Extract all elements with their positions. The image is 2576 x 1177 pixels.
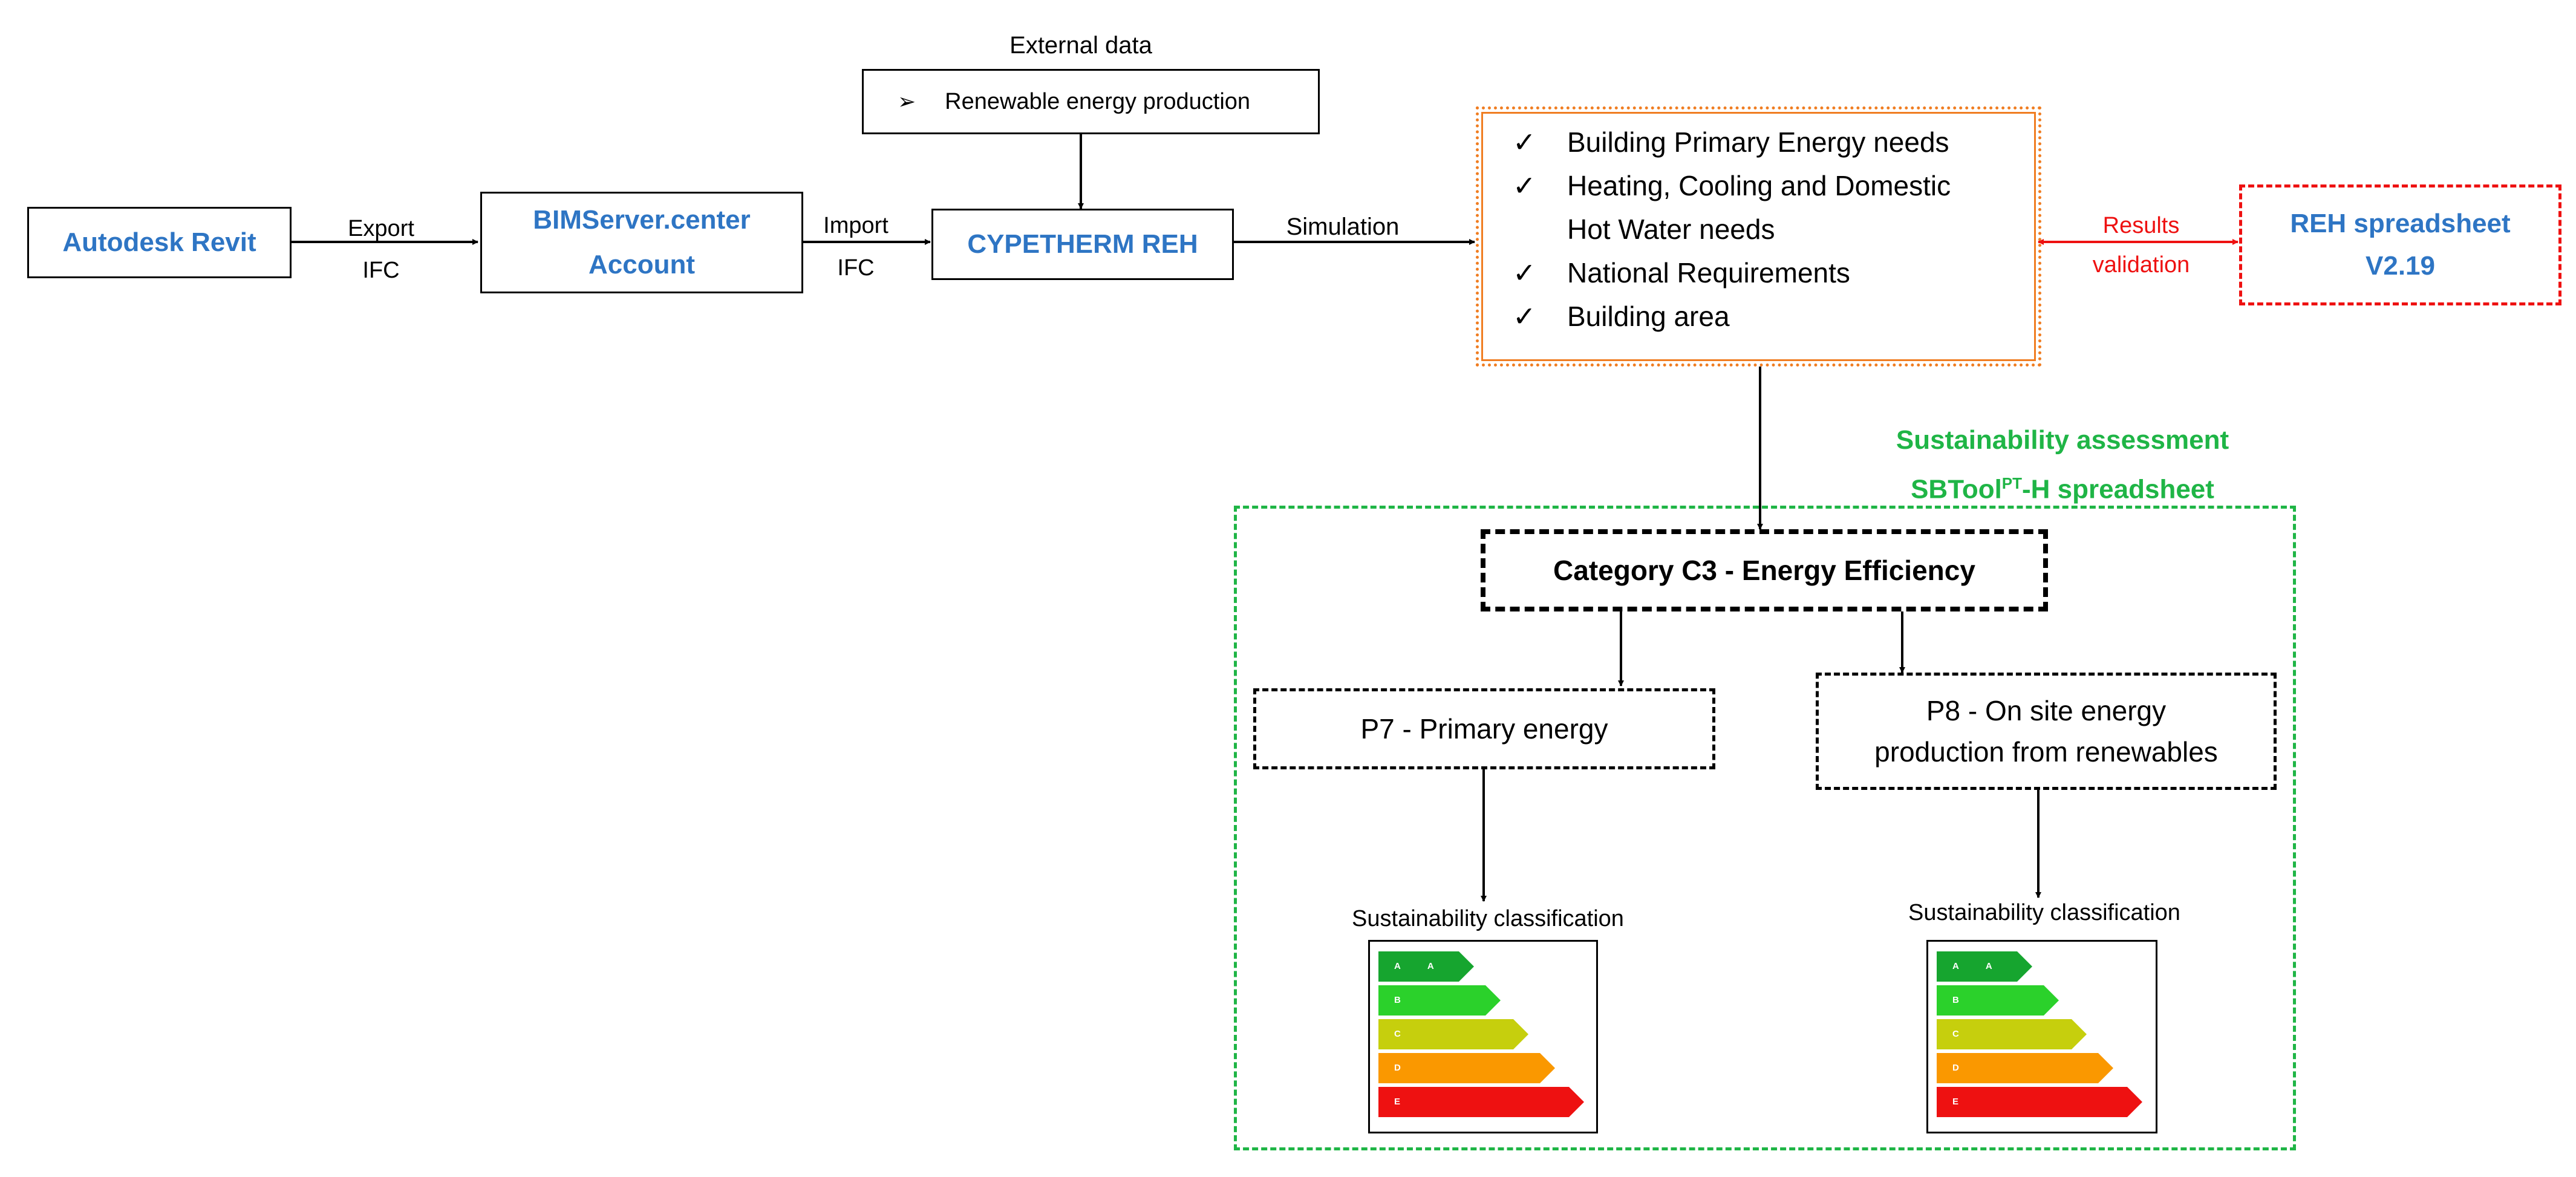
checkmark-icon: ✓	[1513, 256, 1536, 289]
external-bullet-icon: ➢	[898, 89, 916, 114]
rating-band-d: D	[1937, 1053, 2113, 1083]
node-bimserver-line1: BIMServer.center	[533, 205, 751, 235]
classification-label-p7: Sustainability classification	[1352, 906, 1624, 931]
node-external-data: ➢ Renewable energy production	[862, 69, 1320, 134]
node-bimserver-line2: Account	[589, 250, 695, 279]
node-p7-primary-energy: P7 - Primary energy	[1253, 688, 1715, 769]
node-bimserver-account: BIMServer.center Account	[480, 192, 803, 293]
rating-band-c: C	[1378, 1019, 1528, 1049]
edge-label-import-ifc: IFC	[837, 255, 875, 281]
edge-label-import: Import	[823, 213, 889, 238]
node-reh-line1: REH spreadsheet	[2290, 209, 2511, 238]
edge-label-results: Results	[2102, 213, 2180, 238]
assessment-boundary	[1234, 506, 2296, 1150]
simulation-outputs-box: ✓ Building Primary Energy needs ✓ Heatin…	[1476, 106, 2041, 367]
assessment-subtitle: SBToolPT-H spreadsheet	[1845, 469, 2280, 504]
node-reh-spreadsheet: REH spreadsheet V2.19	[2239, 184, 2561, 305]
output-item: ✓ Building area	[1513, 295, 2038, 338]
external-data-title: External data	[1009, 32, 1152, 59]
output-item: ✓ Heating, Cooling and Domestic Hot Wate…	[1513, 164, 2038, 251]
output-item-line1: Building Primary Energy needs	[1567, 126, 1949, 158]
rating-band-c: C	[1937, 1019, 2087, 1049]
output-item-line1: Building area	[1567, 301, 1730, 332]
checkmark-icon: ✓	[1513, 169, 1536, 202]
rating-band-e: E	[1378, 1087, 1584, 1117]
rating-band-e: E	[1937, 1087, 2142, 1117]
edge-label-export: Export	[348, 216, 414, 241]
checkmark-icon: ✓	[1513, 300, 1536, 333]
rating-band-b: B	[1937, 985, 2059, 1016]
rating-band-d: D	[1378, 1053, 1555, 1083]
edge-label-validation: validation	[2092, 252, 2190, 278]
assessment-title: Sustainability assessment	[1896, 425, 2229, 455]
assessment-subtitle-pre: SBTool	[1911, 474, 2002, 504]
checkmark-icon: ✓	[1513, 126, 1536, 158]
external-item-label: Renewable energy production	[945, 88, 1251, 114]
node-autodesk-revit: Autodesk Revit	[27, 207, 292, 278]
edge-label-export-ifc: IFC	[362, 258, 400, 283]
node-cypetherm-reh: CYPETHERM REH	[931, 209, 1234, 280]
node-p8-line2: production from renewables	[1874, 736, 2218, 768]
output-item-line2: Hot Water needs	[1567, 214, 1775, 245]
output-item: ✓ Building Primary Energy needs	[1513, 120, 2038, 164]
assessment-subtitle-sup: PT	[2001, 474, 2023, 492]
classification-label-p8: Sustainability classification	[1908, 900, 2180, 925]
assessment-subtitle-post: -H spreadsheet	[2022, 474, 2214, 504]
output-item-line1: National Requirements	[1567, 257, 1850, 289]
node-p7-label: P7 - Primary energy	[1360, 713, 1608, 745]
node-autodesk-revit-label: Autodesk Revit	[62, 227, 256, 257]
node-reh-line2: V2.19	[2366, 251, 2435, 281]
node-category-c3: Category C3 - Energy Efficiency	[1481, 529, 2048, 611]
node-p8-line1: P8 - On site energy	[1926, 695, 2167, 726]
rating-band-b: B	[1378, 985, 1501, 1016]
output-item-line1: Heating, Cooling and Domestic	[1567, 170, 1951, 201]
edge-label-simulation: Simulation	[1286, 214, 1400, 240]
node-p8-renewables: P8 - On site energy production from rene…	[1816, 673, 2277, 790]
output-item: ✓ National Requirements	[1513, 251, 2038, 295]
node-cypetherm-label: CYPETHERM REH	[967, 229, 1198, 259]
node-category-label: Category C3 - Energy Efficiency	[1553, 555, 1975, 586]
